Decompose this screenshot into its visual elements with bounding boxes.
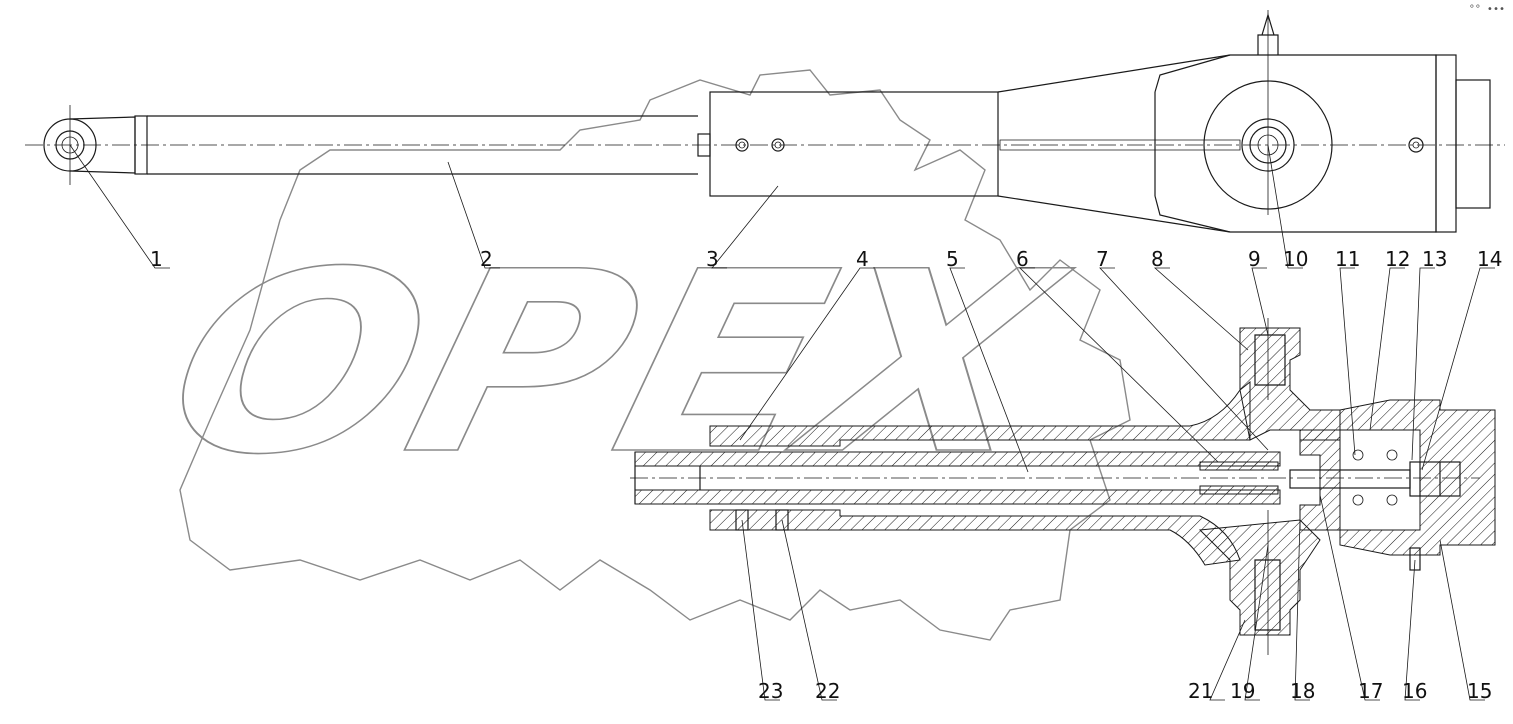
callout-23: 23 [758,679,783,703]
barrel-lower [709,509,1241,566]
callout-17: 17 [1358,679,1383,703]
callout-labels: 1 2 3 4 5 6 7 8 9 10 11 12 13 14 15 16 1… [150,247,1502,703]
callout-8: 8 [1151,247,1164,271]
callout-9: 9 [1248,247,1261,271]
callout-14: 14 [1477,247,1502,271]
callout-13: 13 [1422,247,1447,271]
section-view [630,318,1496,655]
cylinder-body [709,10,1491,233]
piston [1199,461,1279,471]
corner-mark: °° ••• [1468,4,1505,15]
callout-7: 7 [1096,247,1109,271]
leaders [69,144,1495,701]
piston-rod [134,115,711,175]
callout-19: 19 [1230,679,1255,703]
set-screw-16 [1409,547,1421,571]
watermark: OPEX [142,69,1131,641]
shaft [1289,469,1411,489]
barrel-upper [709,380,1251,447]
callout-3: 3 [706,247,719,271]
callout-21: 21 [1188,679,1213,703]
callout-16: 16 [1402,679,1427,703]
callout-4: 4 [856,247,869,271]
screw-23 [735,509,749,531]
callout-2: 2 [480,247,493,271]
external-view [25,10,1505,233]
callout-11: 11 [1335,247,1360,271]
callout-5: 5 [946,247,959,271]
bearing-housing [1299,429,1341,531]
watermark-gear-outline [179,69,1131,641]
rod-upper-wall [634,451,1281,467]
callout-10: 10 [1283,247,1308,271]
port-lower [1198,519,1321,636]
rod-lower-wall [634,489,1281,505]
callout-6: 6 [1016,247,1029,271]
callout-12: 12 [1385,247,1410,271]
callout-1: 1 [150,247,163,271]
screw-22 [775,509,789,531]
callout-15: 15 [1467,679,1492,703]
callout-22: 22 [815,679,840,703]
callout-18: 18 [1290,679,1315,703]
end-cap [1339,399,1496,556]
